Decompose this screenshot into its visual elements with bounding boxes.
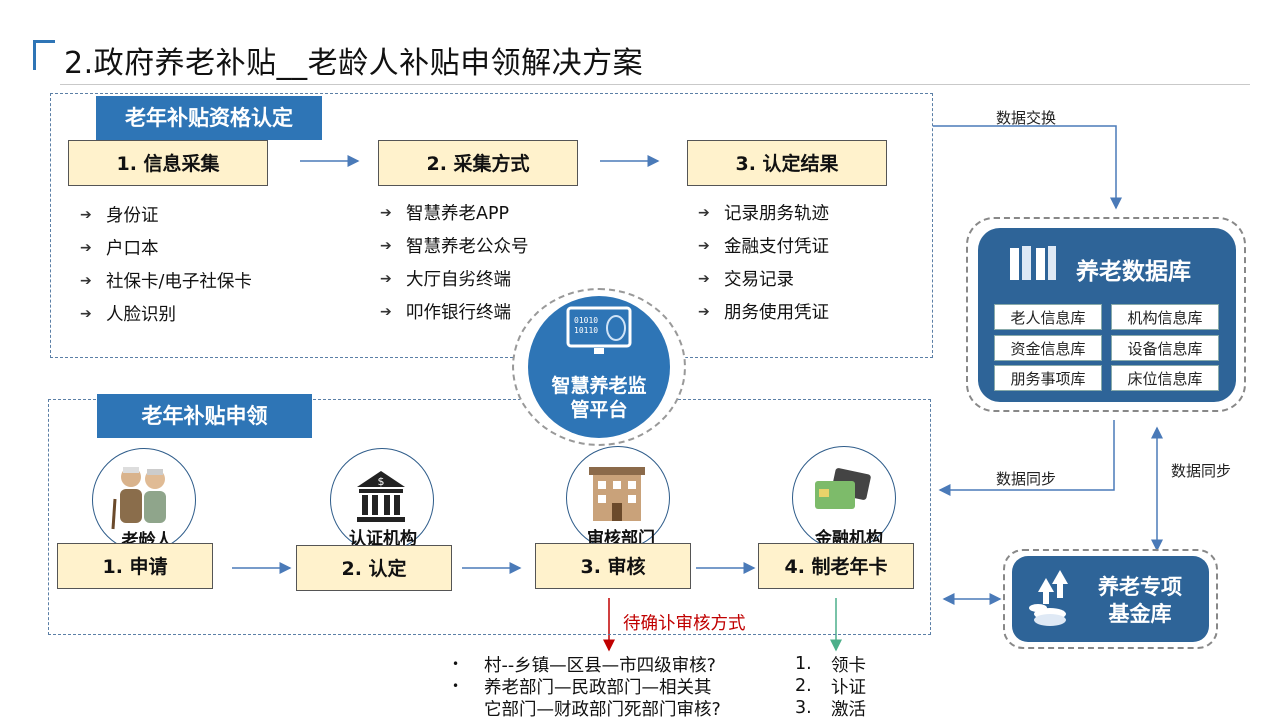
page-title: 2.政府养老补贴__老龄人补贴申领解决方案: [64, 46, 644, 81]
step-apply: 1. 申请: [57, 543, 213, 589]
list-item: ➔智慧养老公众号: [380, 237, 529, 257]
list-item: ➔智慧养老APP: [380, 204, 510, 224]
elderly-circle: [92, 448, 196, 552]
fund-title: 养老专项 基金库: [1082, 574, 1198, 628]
coins-growth-icon: [1029, 570, 1068, 626]
office-building-icon: [589, 467, 645, 521]
fund-outer: [1003, 549, 1218, 649]
list-item: ➔人脸识别: [80, 305, 176, 325]
title-divider: [60, 84, 1250, 85]
review-options-list: •村--乡镇—区县—市四级审核? •养老部门—民政部门—相关其 它部门—财政部门…: [452, 653, 721, 720]
server-rack-icon: [1010, 246, 1056, 280]
list-item: ➔金融支付凭证: [698, 237, 829, 257]
db-cell-services: 朋务事项库: [994, 365, 1102, 391]
chevron-right-icon: ➔: [698, 237, 710, 254]
chevron-right-icon: ➔: [380, 204, 392, 221]
list-item: ➔记录朋务轨迹: [698, 204, 829, 224]
list-item: 它部门—财政部门死部门审核?: [484, 699, 721, 720]
platform-label: 智慧养老监 管平台: [528, 374, 670, 422]
certification-circle: $: [330, 448, 434, 552]
db-cell-beds: 床位信息库: [1111, 365, 1219, 391]
list-item: 1.领卡: [795, 654, 866, 676]
collection-method-list: ➔智慧养老APP ➔智慧养老公众号 ➔大厅自劣终端 ➔叩作银行终端: [380, 196, 529, 328]
list-item: ➔户口本: [80, 239, 159, 259]
platform-label-line2: 管平台: [570, 399, 628, 421]
chevron-right-icon: ➔: [698, 303, 710, 320]
list-item: ➔身份证: [80, 206, 159, 226]
db-cell-funds: 资金信息库: [994, 335, 1102, 361]
chevron-right-icon: ➔: [80, 239, 92, 256]
platform-hub: 01010 10110 智慧养老监 管平台: [528, 296, 670, 438]
chevron-right-icon: ➔: [698, 204, 710, 221]
platform-label-line1: 智慧养老监: [551, 375, 647, 397]
qualification-panel: [50, 93, 933, 358]
certification-result-list: ➔记录朋务轨迹 ➔金融支付凭证 ➔交易记录 ➔朋务使用凭证: [698, 196, 829, 328]
step-review: 3. 审核: [535, 543, 691, 589]
database-title: 养老数据库: [1076, 259, 1191, 285]
svg-text:$: $: [378, 475, 385, 488]
arrow-data-sync-left: [938, 420, 1115, 496]
label-data-exchange: 数据交换: [996, 109, 1057, 127]
card-steps-list: 1.领卡 2.讣证 3.激活: [795, 653, 866, 720]
list-item: 3.激活: [795, 698, 866, 720]
bullet-dot-icon: •: [452, 657, 460, 671]
chevron-right-icon: ➔: [380, 237, 392, 254]
chevron-right-icon: ➔: [80, 206, 92, 223]
elderly-couple-icon: [111, 467, 166, 530]
chevron-right-icon: ➔: [80, 272, 92, 289]
step-make-card: 4. 制老年卡: [758, 543, 914, 589]
fund-title-line1: 养老专项: [1098, 575, 1182, 599]
review-circle: [566, 446, 670, 550]
label-data-sync-left: 数据同步: [996, 470, 1057, 488]
list-item: ➔交易记录: [698, 270, 794, 290]
svg-text:01010: 01010: [574, 316, 598, 325]
step-verify: 2. 认定: [296, 545, 452, 591]
db-cell-elderly: 老人信息库: [994, 304, 1102, 330]
finance-circle: [792, 446, 896, 550]
step-collection-method: 2. 采集方式: [378, 140, 578, 186]
database-panel: 养老数据库 老人信息库 机构信息库 资金信息库 设备信息库 朋务事项库 床位信息…: [978, 228, 1236, 402]
label-data-sync-right: 数据同步: [1171, 462, 1232, 480]
list-item: •村--乡镇—区县—市四级审核?: [452, 655, 716, 676]
svg-text:10110: 10110: [574, 326, 598, 335]
list-item: 2.讣证: [795, 676, 866, 698]
application-panel: [48, 399, 931, 635]
list-item: •养老部门—民政部门—相关其: [452, 677, 712, 698]
bank-cards-icon: [815, 468, 871, 509]
chevron-right-icon: ➔: [80, 305, 92, 322]
data-monitor-icon: 01010 10110: [566, 306, 632, 354]
application-header: 老年补贴申领: [97, 394, 312, 438]
db-cell-institution: 机构信息库: [1111, 304, 1219, 330]
info-collection-list: ➔身份证 ➔户口本 ➔社保卡/电子社保卡 ➔人脸识别: [80, 198, 252, 330]
bullet-dot-icon: •: [452, 679, 460, 693]
step-certification-result: 3. 认定结果: [687, 140, 887, 186]
chevron-right-icon: ➔: [380, 303, 392, 320]
bank-building-icon: $: [357, 471, 405, 522]
database-outer: [966, 217, 1246, 412]
db-cell-devices: 设备信息库: [1111, 335, 1219, 361]
review-pending-label: 待确讣审核方式: [623, 614, 746, 634]
chevron-right-icon: ➔: [698, 270, 710, 287]
actor-certification: 认证机构: [349, 529, 417, 549]
list-item: ➔叩作银行终端: [380, 303, 511, 323]
qualification-header: 老年补贴资格认定: [96, 96, 322, 140]
list-item: ➔大厅自劣终端: [380, 270, 511, 290]
fund-panel: 养老专项 基金库: [1012, 556, 1209, 642]
chevron-right-icon: ➔: [380, 270, 392, 287]
list-item: ➔社保卡/电子社保卡: [80, 272, 252, 292]
fund-title-line2: 基金库: [1108, 602, 1172, 626]
arrow-data-exchange: [933, 125, 1122, 210]
title-accent-mark: [33, 40, 55, 70]
step-info-collection: 1. 信息采集: [68, 140, 268, 186]
list-item: ➔朋务使用凭证: [698, 303, 829, 323]
